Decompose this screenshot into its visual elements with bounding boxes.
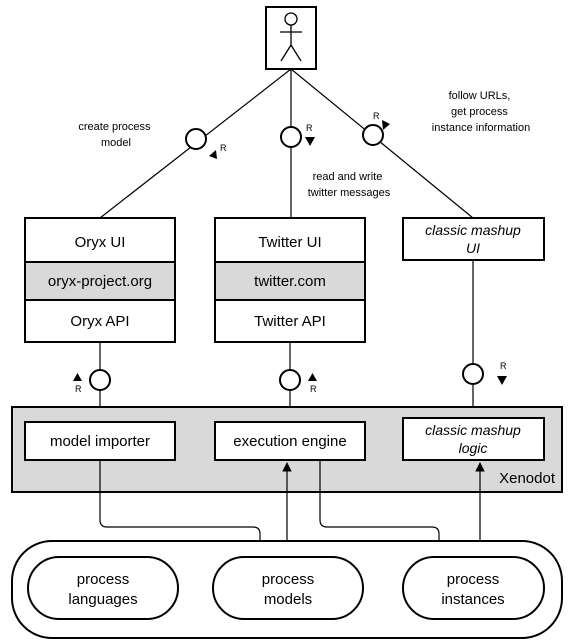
svg-text:R: R <box>306 123 313 133</box>
user-icon <box>280 12 302 62</box>
svg-text:process: process <box>77 571 130 588</box>
mashup-logic-box: classic mashup logic <box>402 417 545 461</box>
svg-text:process: process <box>262 571 315 588</box>
svg-text:model importer: model importer <box>50 433 150 450</box>
model-importer-box: model importer <box>24 421 176 461</box>
actor-box <box>265 6 317 70</box>
svg-text:classic mashup: classic mashup <box>425 422 521 438</box>
xenodot-label: Xenodot <box>499 470 556 487</box>
svg-text:R: R <box>310 384 317 394</box>
oryx-ui-label: Oryx UI <box>75 234 126 251</box>
oryx-site-label: oryx-project.org <box>48 273 152 290</box>
svg-text:classic mashup: classic mashup <box>425 222 521 238</box>
request-channel-mashup-logic: R <box>462 361 507 385</box>
oryx-stack: Oryx UI oryx-project.org Oryx API <box>24 217 176 343</box>
storage-process-instances: process instances <box>402 556 545 620</box>
request-channel-oryx-api: R <box>73 369 111 394</box>
request-channel-twitter-ui: R <box>280 123 315 148</box>
mashup-ui-box: classic mashup UI <box>402 217 545 261</box>
execution-engine-box: execution engine <box>214 421 366 461</box>
request-channel-twitter-api: R <box>279 369 317 394</box>
annotation-follow-urls: follow URLs, get process instance inform… <box>432 90 530 134</box>
svg-text:R: R <box>220 143 227 153</box>
annotation-read-write-twitter: read and write twitter messages <box>308 171 391 199</box>
twitter-stack: Twitter UI twitter.com Twitter API <box>214 217 366 343</box>
svg-text:models: models <box>264 591 312 608</box>
storage-process-languages: process languages <box>27 556 179 620</box>
svg-text:R: R <box>500 361 507 371</box>
request-channel-oryx-ui: R <box>185 128 227 159</box>
svg-text:process: process <box>447 571 500 588</box>
svg-text:R: R <box>373 111 380 121</box>
request-channel-mashup-ui: R <box>362 111 390 146</box>
svg-text:instances: instances <box>441 591 504 608</box>
oryx-api-label: Oryx API <box>70 313 129 330</box>
twitter-ui-label: Twitter UI <box>258 234 321 251</box>
svg-text:R: R <box>75 384 82 394</box>
svg-text:UI: UI <box>466 240 480 256</box>
twitter-site-label: twitter.com <box>254 273 326 290</box>
svg-text:execution engine: execution engine <box>233 433 346 450</box>
storage-process-models: process models <box>212 556 364 620</box>
svg-text:logic: logic <box>459 440 488 456</box>
annotation-create-process-model: create process model <box>78 121 153 149</box>
twitter-api-label: Twitter API <box>254 313 326 330</box>
svg-text:languages: languages <box>68 591 137 608</box>
